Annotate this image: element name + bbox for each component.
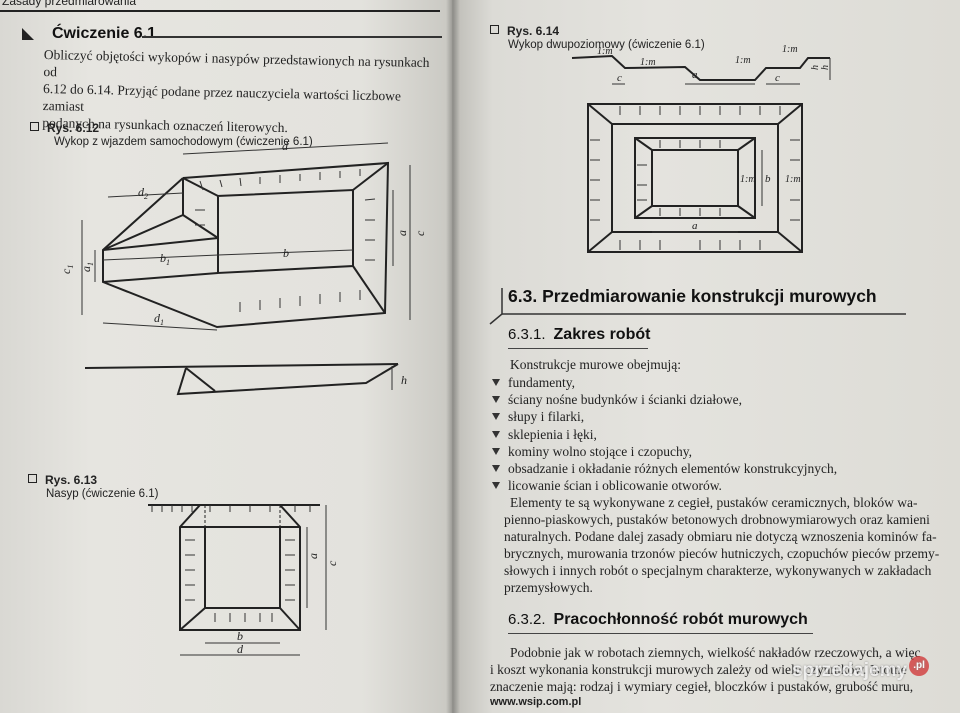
list-item: fundamenty, bbox=[492, 374, 837, 391]
watermark-badge: .pl bbox=[909, 656, 930, 676]
left-page: Zasady przedmiarowania Ćwiczenie 6.1 Obl… bbox=[0, 0, 452, 713]
bullet-icon bbox=[492, 447, 500, 455]
figure-6-12-drawing: d d2 c1 a1 b1 b a c d1 h bbox=[59, 139, 427, 396]
subsection-number: 6.3.1. bbox=[508, 326, 546, 343]
figure-caption-6-14: Rys. 6.14 Wykop dwupoziomowy (ćwiczenie … bbox=[490, 24, 705, 52]
section-title: 6.3. Przedmiarowanie konstrukcji murowyc… bbox=[508, 286, 877, 306]
dim-b1: b1 bbox=[160, 251, 170, 267]
caption-box-icon bbox=[490, 25, 499, 34]
list-item: ściany nośne budynków i ścianki działowe… bbox=[492, 391, 837, 408]
dim-h: h bbox=[401, 373, 407, 387]
slope-1m: 1:m bbox=[735, 55, 751, 66]
heading-triangle-icon bbox=[22, 28, 34, 40]
slope-1m: 1:m bbox=[782, 44, 798, 55]
dim-a: a bbox=[692, 220, 698, 232]
dim-h: h bbox=[810, 65, 821, 70]
exercise-heading: Ćwiczenie 6.1 bbox=[22, 25, 442, 44]
watermark: sprzedajemy.pl bbox=[792, 656, 930, 682]
dim-a: a bbox=[306, 553, 320, 559]
dim-a: a bbox=[692, 69, 698, 81]
section-profile bbox=[84, 363, 399, 396]
subsection-title: Pracochłonność robót murowych bbox=[553, 611, 808, 628]
figure-label: Rys. 6.13 bbox=[45, 473, 98, 487]
bullet-icon bbox=[492, 413, 500, 421]
paragraph-labour: Podobnie jak w robotach ziemnych, wielko… bbox=[490, 645, 921, 694]
dim-b: b bbox=[237, 629, 243, 643]
list-item: słupy i filarki, bbox=[492, 408, 837, 425]
slope-1m: 1:m bbox=[785, 174, 801, 185]
dim-d: d bbox=[237, 642, 244, 656]
subsection-number: 6.3.2. bbox=[508, 611, 546, 628]
book-gutter bbox=[446, 0, 460, 713]
caption-box-icon bbox=[28, 474, 37, 483]
figure-label: Rys. 6.14 bbox=[507, 24, 560, 38]
dim-a1: a1 bbox=[79, 262, 95, 272]
dim-c: c bbox=[413, 230, 427, 236]
section-profile bbox=[571, 54, 830, 81]
plan-view bbox=[587, 103, 803, 253]
right-page bbox=[452, 0, 960, 713]
figure-caption-text: Wykop z wjazdem samochodowym (ćwiczenie … bbox=[54, 136, 313, 148]
dim-c1: c1 bbox=[59, 265, 75, 274]
heading-rule bbox=[142, 36, 442, 38]
slope-1m: 1:m bbox=[640, 57, 656, 68]
list-item: obsadzanie i okładanie różnych elementów… bbox=[492, 460, 837, 477]
slope-1m: 1:m bbox=[740, 174, 756, 185]
figure-label: Rys. 6.12 bbox=[47, 121, 100, 135]
dim-d: d bbox=[282, 139, 289, 153]
running-header: Zasady przedmiarowania bbox=[0, 0, 440, 12]
dim-c: c bbox=[775, 72, 780, 84]
dim-b: b bbox=[765, 173, 771, 185]
dim-d2: d2 bbox=[138, 185, 148, 201]
figure-caption-6-12: Rys. 6.12 Wykop z wjazdem samochodowym (… bbox=[30, 121, 313, 149]
subsection-6-3-2: 6.3.2. Pracochłonność robót murowych bbox=[508, 611, 813, 634]
section-bracket bbox=[489, 288, 906, 325]
subsection-title: Zakres robót bbox=[553, 326, 651, 343]
dim-c: c bbox=[617, 72, 622, 84]
list-item: kominy wolno stojące i czopuchy, bbox=[492, 443, 837, 460]
subsection-rule bbox=[508, 348, 648, 349]
dim-b: b bbox=[283, 246, 289, 260]
bullet-icon bbox=[492, 379, 500, 386]
exercise-title: Ćwiczenie 6.1 bbox=[52, 25, 157, 42]
figure-6-13-drawing: a c b d bbox=[148, 504, 339, 656]
running-title: Zasady przedmiarowania bbox=[2, 0, 137, 8]
subsection-rule bbox=[508, 633, 813, 634]
bullet-icon bbox=[492, 396, 500, 404]
list-item: licowanie ścian i oblicowanie otworów. bbox=[492, 477, 837, 494]
figure-caption-text: Wykop dwupoziomowy (ćwiczenie 6.1) bbox=[508, 39, 705, 51]
paragraph-materials: Elementy te są wykonywane z cegieł, pust… bbox=[504, 495, 940, 595]
dim-d1: d1 bbox=[154, 311, 164, 327]
publisher-url: www.wsip.com.pl bbox=[490, 696, 582, 708]
bullet-icon bbox=[492, 430, 500, 438]
subsection-6-3-1: 6.3.1. Zakres robót bbox=[508, 326, 651, 349]
list-item: sklepienia i łęki, bbox=[492, 426, 837, 443]
dim-h: h bbox=[820, 65, 831, 70]
list-intro: Konstrukcje murowe obejmują: bbox=[510, 357, 681, 372]
dim-c: c bbox=[325, 560, 339, 566]
figure-caption-text: Nasyp (ćwiczenie 6.1) bbox=[46, 488, 159, 500]
bullet-icon bbox=[492, 482, 500, 490]
work-scope-list: fundamenty, ściany nośne budynków i ścia… bbox=[492, 374, 837, 494]
slope-1m: 1:m bbox=[597, 46, 613, 57]
figure-caption-6-13: Rys. 6.13 Nasyp (ćwiczenie 6.1) bbox=[28, 473, 158, 501]
caption-box-icon bbox=[30, 122, 39, 131]
dim-a: a bbox=[395, 230, 409, 236]
section-heading: 6.3. Przedmiarowanie konstrukcji murowyc… bbox=[488, 284, 908, 325]
bullet-icon bbox=[492, 465, 500, 473]
